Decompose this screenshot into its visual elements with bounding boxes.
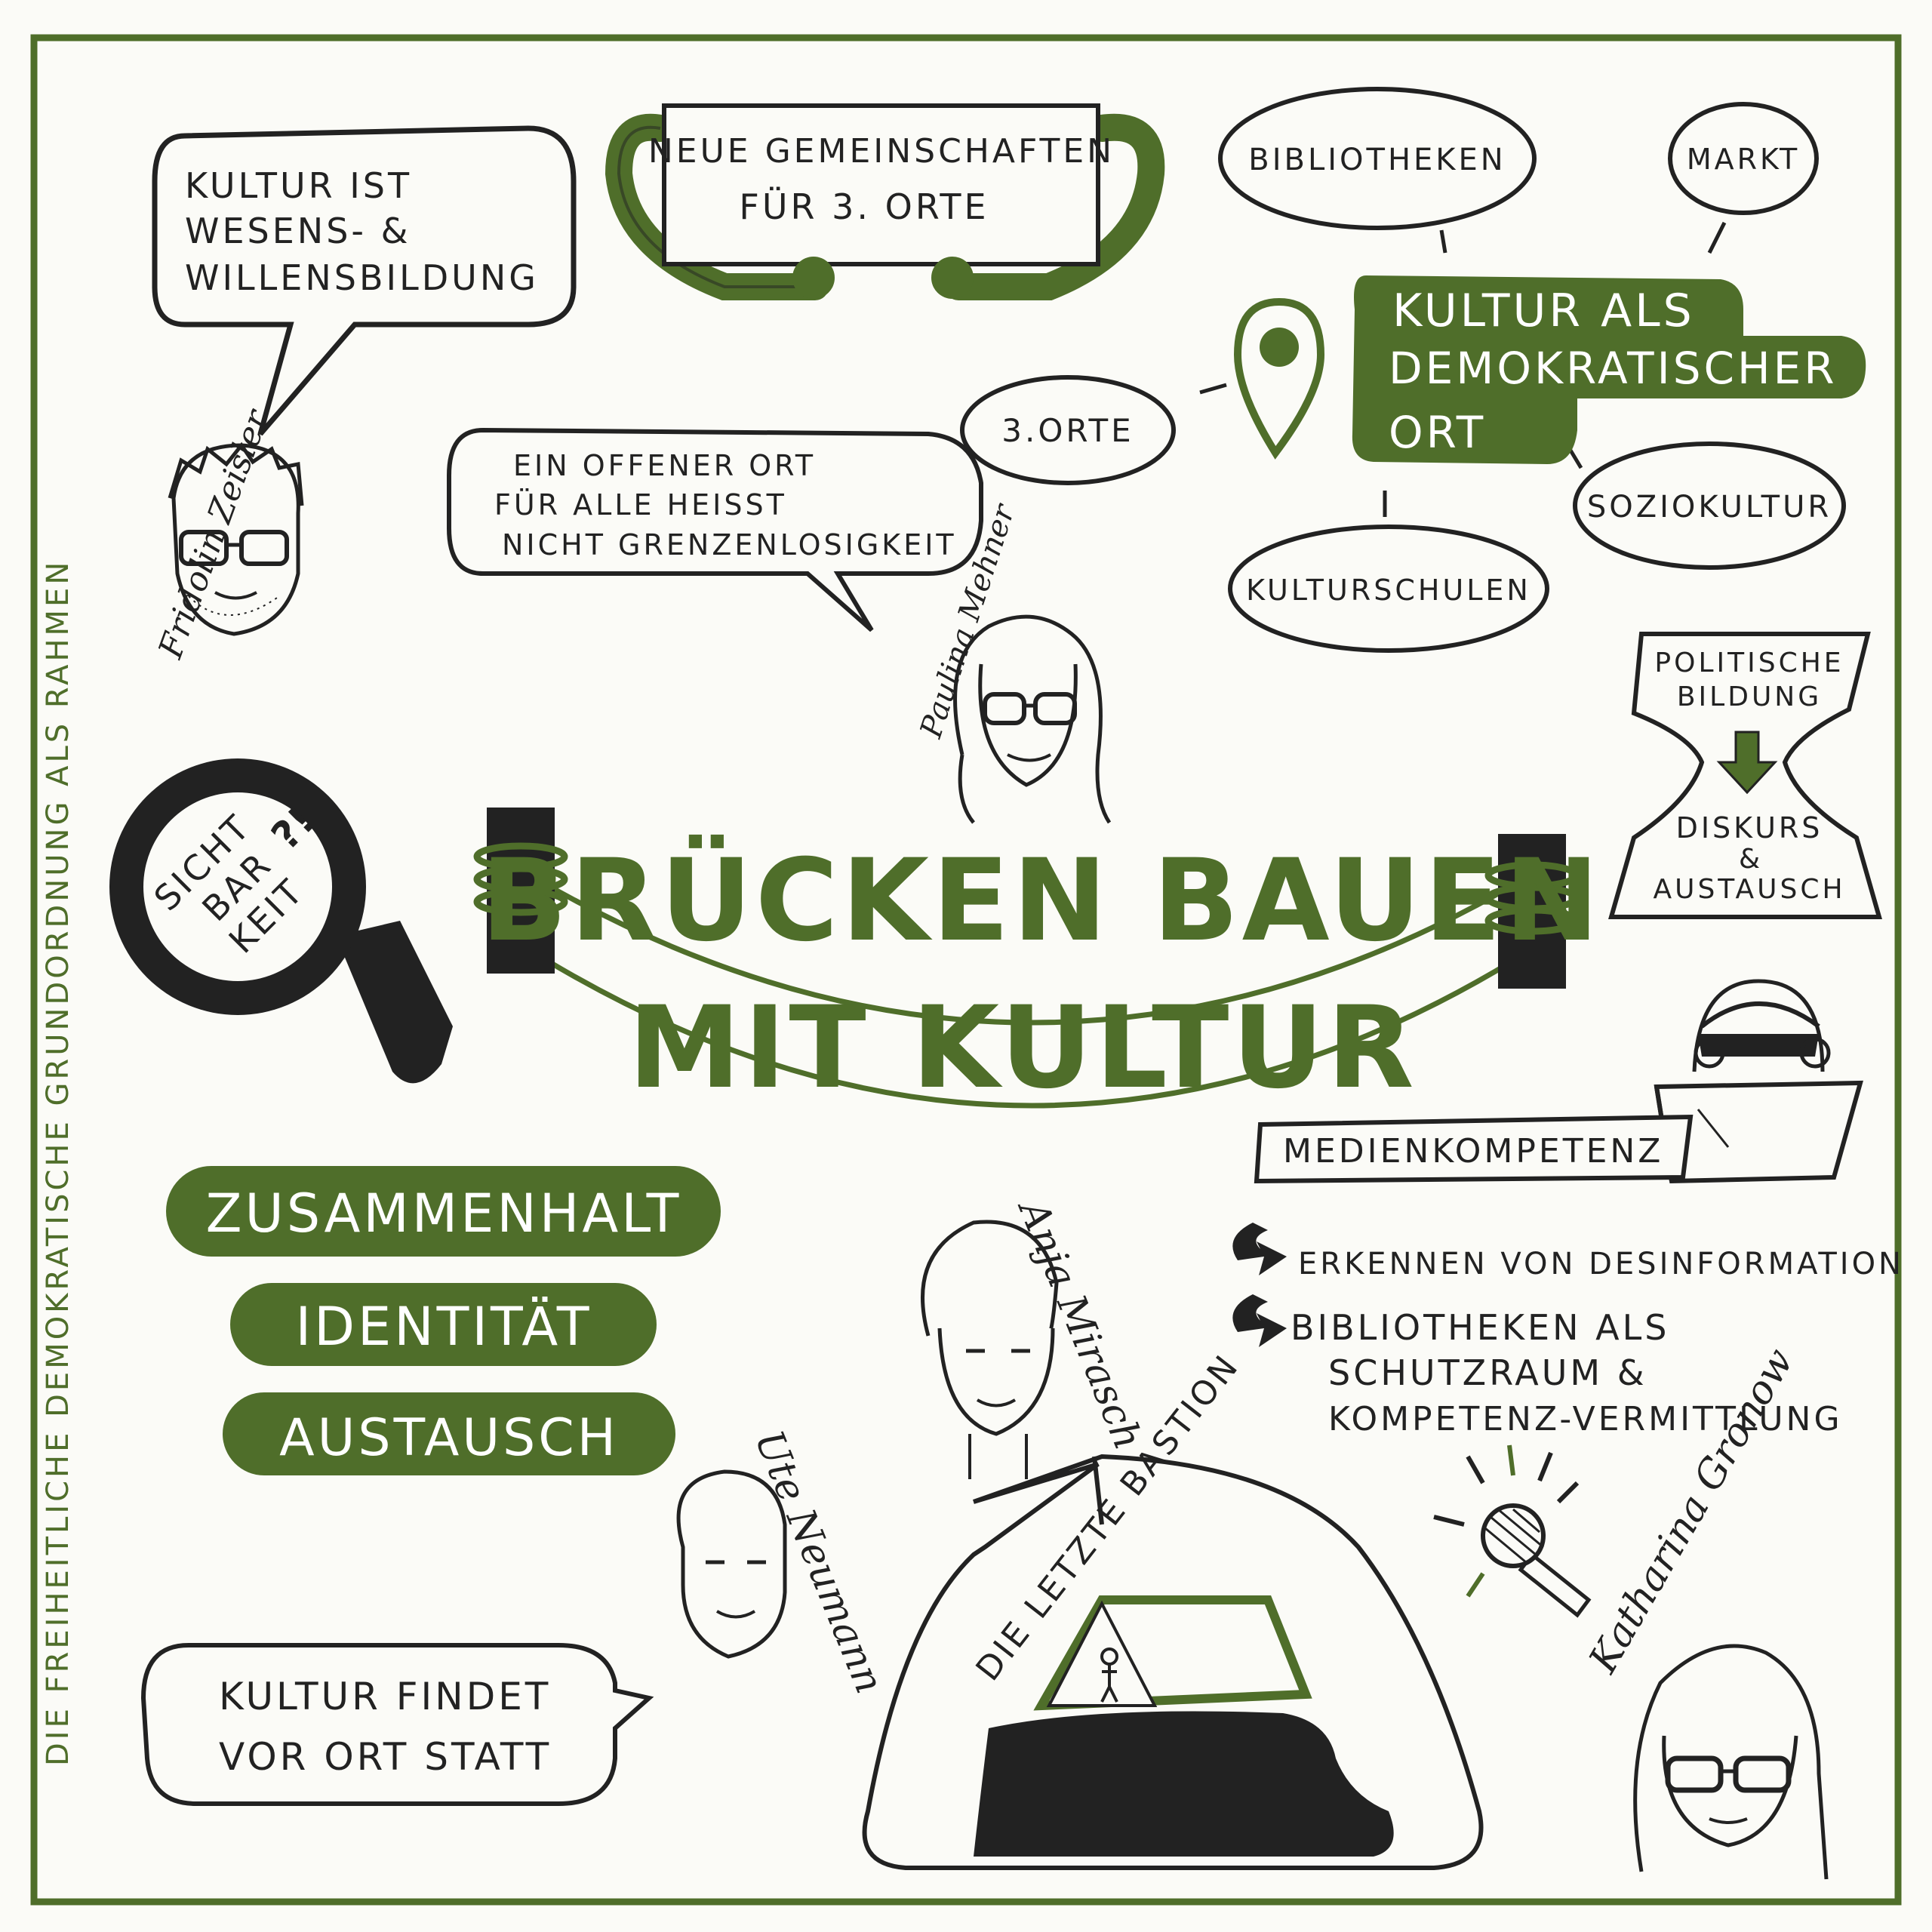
mindmap-center-line2: demokratischer	[1389, 343, 1838, 394]
gemeinschaften-sign: Neue Gemeinschaften für 3. Orte	[605, 103, 1165, 300]
value-pills: Zusammenhalt Identität Austausch	[166, 1166, 721, 1475]
mindmap-center-line1: Kultur als	[1392, 285, 1695, 337]
mindmap: Kultur als demokratischer Ort Bibliothek…	[960, 87, 1866, 653]
medienkompetenz-section: Medienkompetenz Erkennen von Desinformat…	[1232, 979, 1904, 1438]
paulina-quote-line2: für alle heisst	[494, 488, 787, 521]
ute-portrait	[676, 1469, 787, 1659]
curved-arrow-icon	[1232, 1223, 1287, 1275]
mindmap-center-line3: Ort	[1389, 407, 1486, 458]
gemeinschaften-line2: für 3. Orte	[739, 186, 989, 227]
fridolin-quote-line3: Willensbildung	[185, 257, 539, 298]
ute-speech-bubble: Kultur findet vor Ort statt	[140, 1643, 654, 1806]
paulina-quote-line1: Ein offener Ort	[513, 449, 816, 482]
paulina-speech-bubble: Ein offener Ort für alle heisst nicht Gr…	[447, 427, 983, 632]
medien-point2-line3: Kompetenz-vermittlung	[1328, 1400, 1843, 1438]
mindmap-node-bibliotheken: Bibliotheken	[1248, 143, 1506, 177]
mindmap-node-markt: Markt	[1687, 143, 1800, 176]
politische-bottom-line2: &	[1739, 844, 1760, 875]
curved-arrow-icon-2	[1232, 1294, 1287, 1347]
value-zusammenhalt: Zusammenhalt	[206, 1183, 682, 1244]
medien-point2-line1: Bibliotheken als	[1291, 1307, 1669, 1348]
medien-point1: Erkennen von Desinformation	[1298, 1247, 1904, 1281]
katharina-portrait	[1633, 1644, 1829, 1880]
hill-icon	[974, 1711, 1394, 1857]
medien-label: Medienkompetenz	[1283, 1132, 1663, 1171]
politische-top-line2: Bildung	[1677, 681, 1822, 712]
ute-quote-line2: vor Ort statt	[219, 1735, 552, 1779]
anja-portrait	[921, 1220, 1059, 1479]
fridolin-portrait	[168, 441, 304, 636]
paulina-portrait	[953, 614, 1112, 824]
title-line1: Brücken bauen	[481, 834, 1602, 967]
politische-bottom-line1: Diskurs	[1676, 811, 1823, 844]
fridolin-quote-line2: Wesens- &	[185, 211, 411, 251]
mindmap-node-3orte: 3.Orte	[1001, 412, 1134, 449]
paulina-quote-line3: nicht Grenzenlosigkeit	[502, 528, 957, 561]
politische-top-line1: Politische	[1654, 648, 1844, 678]
mindmap-node-soziokultur: Soziokultur	[1587, 490, 1832, 525]
gemeinschaften-line1: Neue Gemeinschaften	[648, 132, 1115, 171]
value-austausch: Austausch	[279, 1408, 619, 1468]
green-frame	[30, 34, 1902, 1906]
value-identitaet: Identität	[295, 1296, 592, 1358]
bastion-bubble: Die letzte Bastion	[862, 1346, 1484, 1870]
microphone-icon	[1433, 1444, 1592, 1618]
ute-quote-line1: Kultur findet	[219, 1675, 551, 1718]
fridolin-quote-line1: Kultur ist	[185, 165, 412, 206]
arrow-down-icon	[1716, 731, 1778, 795]
mindmap-node-kulturschulen: Kulturschulen	[1246, 574, 1531, 607]
politische-bildung-diagram: Politische Bildung Diskurs & Austausch	[1608, 632, 1882, 919]
side-caption: Die freiheitliche demokratische Grundord…	[41, 559, 75, 1766]
politische-bottom-line3: Austausch	[1653, 874, 1845, 905]
title-banner: Brücken bauen mit Kultur	[473, 808, 1602, 1114]
location-pin-icon	[1233, 297, 1325, 460]
magnifier-icon: Sicht bar keit ?!	[109, 758, 453, 1084]
medien-point2-line2: Schutzraum &	[1328, 1352, 1647, 1393]
fridolin-speech-bubble: Kultur ist Wesens- & Willensbildung	[152, 125, 577, 436]
title-line2: mit Kultur	[628, 983, 1417, 1114]
